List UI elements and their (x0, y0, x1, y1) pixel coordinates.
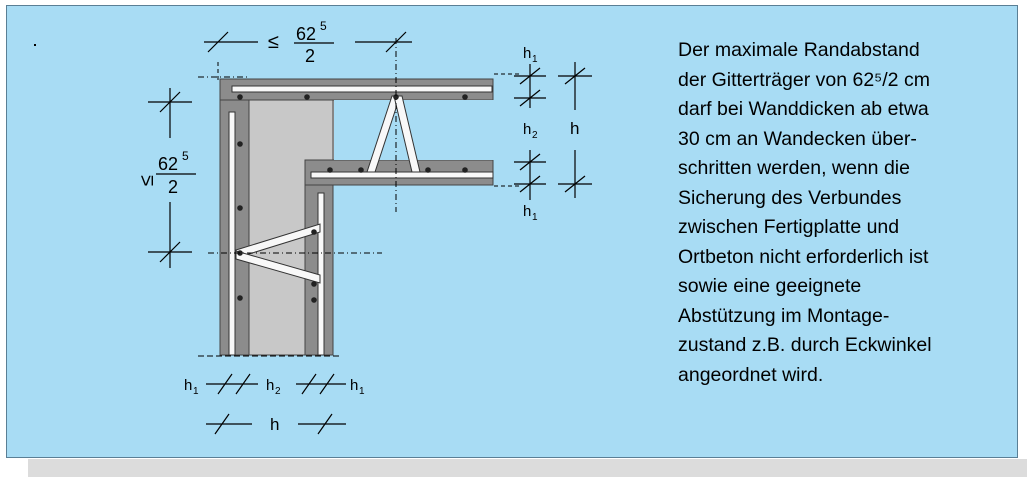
label-h2-bottom-sub: 2 (275, 386, 281, 397)
description-line: Ortbeton nicht erforderlich ist (678, 245, 929, 268)
description-line: sowie eine geeignete (678, 275, 862, 297)
left-dim-numerator: 62 (158, 154, 178, 174)
girder-wall-lower-strut (235, 250, 321, 284)
description-line: angeordnet wird. (678, 363, 824, 386)
stray-mark (34, 44, 36, 46)
label-h1-bottom-left: h (184, 377, 192, 394)
label-h1-bottom-left-sub: 1 (193, 386, 199, 397)
description-text: Der maximale Randabstand der Gitterträge… (678, 36, 1008, 390)
label-h2-right-sub: 2 (532, 130, 538, 141)
label-h1-bottom-right-sub: 1 (359, 386, 365, 397)
top-dim-prefix: ≤ (268, 31, 279, 53)
label-h2-right: h (523, 121, 531, 138)
left-dim-prefix: ≤ (136, 175, 158, 186)
description-line: zustand z.B. durch Eckwinkel (678, 334, 932, 356)
reference-lines (198, 38, 520, 357)
left-dim-superscript: 5 (182, 149, 189, 163)
recess-right-gap (334, 186, 494, 196)
top-dim-superscript: 5 (320, 19, 327, 33)
description-line: darf bei Wanddicken ab etwa (678, 98, 929, 120)
label-h2-bottom: h (266, 377, 274, 394)
description-line: 30 cm an Wandecken über- (678, 127, 917, 150)
label-h1-right-sub: 1 (532, 212, 538, 223)
description-line: Abstützung im Montage- (678, 304, 890, 327)
description-line: Sicherung des Verbundes (678, 186, 902, 209)
description-line: Der maximale Randabstand (678, 39, 920, 61)
illustration-panel (6, 5, 1018, 458)
label-h1-bottom-right: h (350, 377, 358, 394)
bar-slab-bottom (310, 171, 494, 179)
label-h-bottom: h (270, 415, 279, 434)
dimension-lines (148, 31, 592, 435)
bar-slab-top (231, 85, 493, 93)
description-line: zwischen Fertigplatte und (678, 216, 900, 238)
top-dim-denominator: 2 (305, 46, 315, 66)
bar-wall-outer (228, 111, 236, 356)
left-dim-denominator: 2 (168, 177, 178, 197)
label-h1-right: h (523, 203, 531, 220)
description-line: schritten werden, wenn die (678, 157, 910, 179)
label-h1-top: h (523, 45, 531, 62)
girder-slab-right-strut (393, 95, 421, 173)
description-line: der Gitterträger von 62⁵/2 cm (678, 68, 930, 91)
rebar-dots (237, 94, 468, 303)
panel-shadow (28, 459, 1027, 477)
label-h-right: h (570, 119, 579, 138)
top-dim-numerator: 62 (296, 24, 316, 44)
bar-wall-inner (317, 192, 325, 356)
label-h1-top-sub: 1 (532, 54, 538, 65)
